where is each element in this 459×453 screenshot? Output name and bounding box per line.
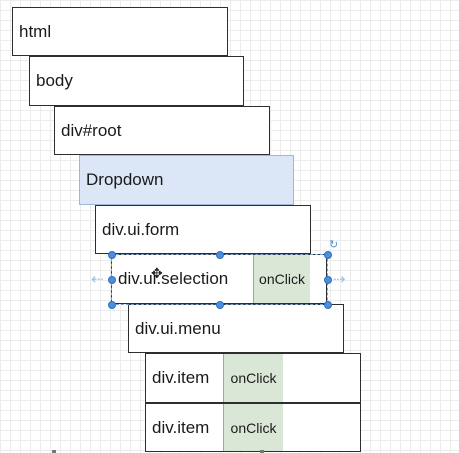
item-1-onclick-handler[interactable]: onClick bbox=[223, 354, 283, 402]
resize-handle-bottom-right[interactable] bbox=[324, 301, 332, 309]
resize-handle-top-right[interactable] bbox=[324, 251, 332, 259]
resize-arrow-right-icon[interactable]: ⇢ bbox=[333, 271, 346, 288]
resize-handle-middle-left[interactable] bbox=[108, 276, 116, 284]
selection-onclick-handler[interactable]: onClick bbox=[253, 255, 310, 303]
node-root-label: div#root bbox=[61, 120, 122, 140]
resize-handle-middle-right[interactable] bbox=[324, 276, 332, 284]
resize-arrow-left-icon[interactable]: ⇠ bbox=[91, 271, 104, 288]
item-2-onclick-handler[interactable]: onClick bbox=[223, 404, 283, 451]
node-html[interactable]: html bbox=[12, 7, 228, 56]
node-selection-label: div.ui.selection bbox=[118, 269, 229, 288]
node-dropdown[interactable]: Dropdown bbox=[79, 155, 294, 205]
scroll-marker-left bbox=[52, 450, 56, 453]
node-item-1[interactable]: div.item onClick bbox=[145, 353, 361, 403]
selection-onclick-label: onClick bbox=[259, 271, 305, 287]
node-body[interactable]: body bbox=[29, 56, 244, 106]
node-root[interactable]: div#root bbox=[54, 106, 270, 155]
node-dropdown-label: Dropdown bbox=[86, 170, 164, 189]
node-item-2-label: div.item bbox=[152, 417, 210, 437]
resize-handle-bottom-left[interactable] bbox=[108, 301, 116, 309]
node-item-2[interactable]: div.item onClick bbox=[145, 403, 361, 452]
node-body-label: body bbox=[36, 71, 73, 90]
item-1-onclick-label: onClick bbox=[230, 370, 277, 386]
node-form[interactable]: div.ui.form bbox=[95, 205, 311, 254]
resize-handle-top-center[interactable] bbox=[216, 251, 224, 259]
rotate-icon[interactable]: ↻ bbox=[329, 239, 339, 251]
resize-handle-bottom-center[interactable] bbox=[216, 301, 224, 309]
node-form-label: div.ui.form bbox=[102, 219, 180, 239]
item-2-onclick-label: onClick bbox=[230, 419, 277, 436]
move-cursor-icon: ✥ bbox=[151, 265, 163, 281]
node-menu[interactable]: div.ui.menu bbox=[128, 304, 344, 353]
node-html-label: html bbox=[19, 21, 52, 41]
node-item-1-label: div.item bbox=[152, 368, 210, 387]
scroll-marker-right bbox=[260, 450, 264, 453]
node-selection[interactable]: div.ui.selection onClick bbox=[111, 254, 327, 304]
node-menu-label: div.ui.menu bbox=[135, 318, 221, 338]
resize-handle-top-left[interactable] bbox=[108, 251, 116, 259]
